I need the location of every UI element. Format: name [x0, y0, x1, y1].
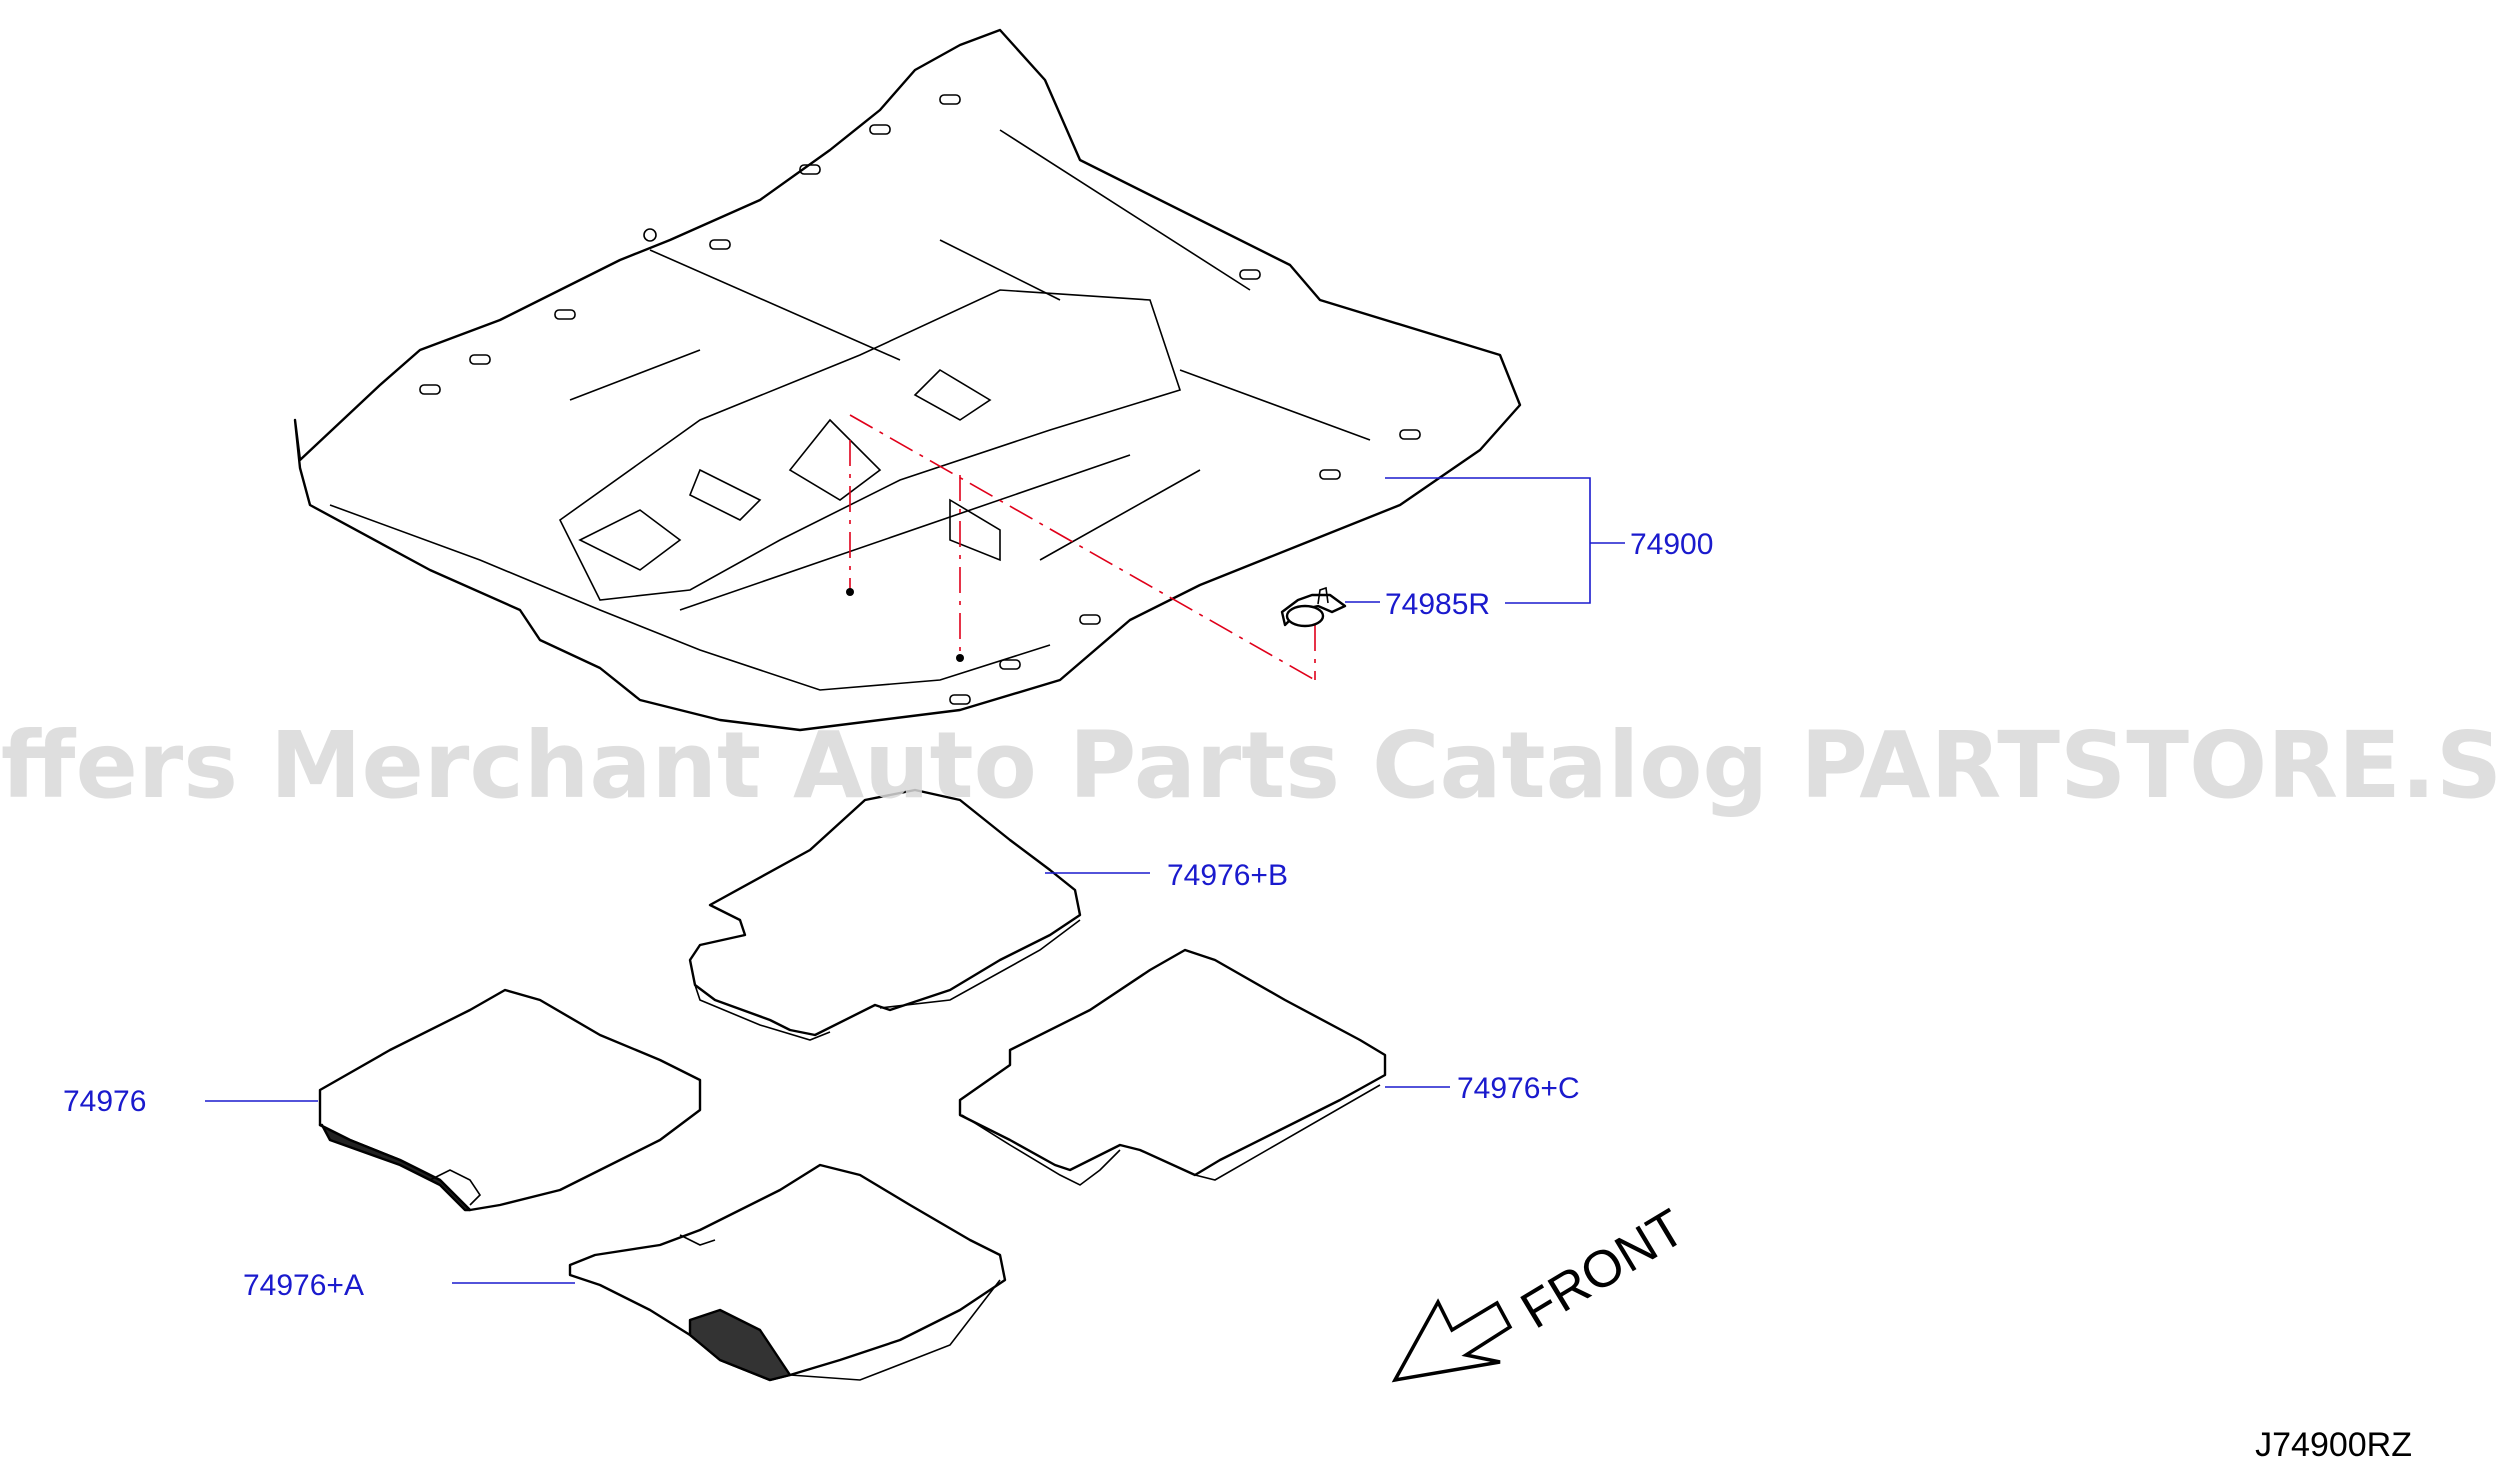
part-number-label[interactable]: 74985R — [1385, 588, 1490, 621]
front-right-mat-drawing[interactable] — [568, 1163, 1007, 1382]
carpet-hook-drawing[interactable] — [1280, 586, 1347, 628]
part-number-label[interactable]: 74976+A — [243, 1269, 364, 1302]
hook-position-lines — [846, 414, 1316, 681]
diagram-code: J74900RZ — [2255, 1426, 2412, 1464]
part-number-label[interactable]: 74976 — [63, 1085, 146, 1118]
rear-right-mat-drawing[interactable] — [958, 948, 1387, 1177]
watermark-text: Offers Merchant Auto Parts Catalog PARTS… — [0, 712, 2497, 819]
front-left-mat-drawing[interactable] — [318, 988, 702, 1212]
part-number-label[interactable]: 74900 — [1630, 528, 1713, 561]
part-number-label[interactable]: 74976+C — [1457, 1072, 1580, 1105]
rear-mat-drawing[interactable] — [688, 788, 1082, 1037]
callout-leaders — [205, 477, 1625, 1284]
floor-carpet-drawing[interactable] — [293, 28, 1522, 732]
front-direction-label: FRONT — [1511, 1198, 1694, 1340]
part-number-label[interactable]: 74976+B — [1167, 859, 1288, 892]
front-arrow-icon — [1391, 1298, 1513, 1383]
